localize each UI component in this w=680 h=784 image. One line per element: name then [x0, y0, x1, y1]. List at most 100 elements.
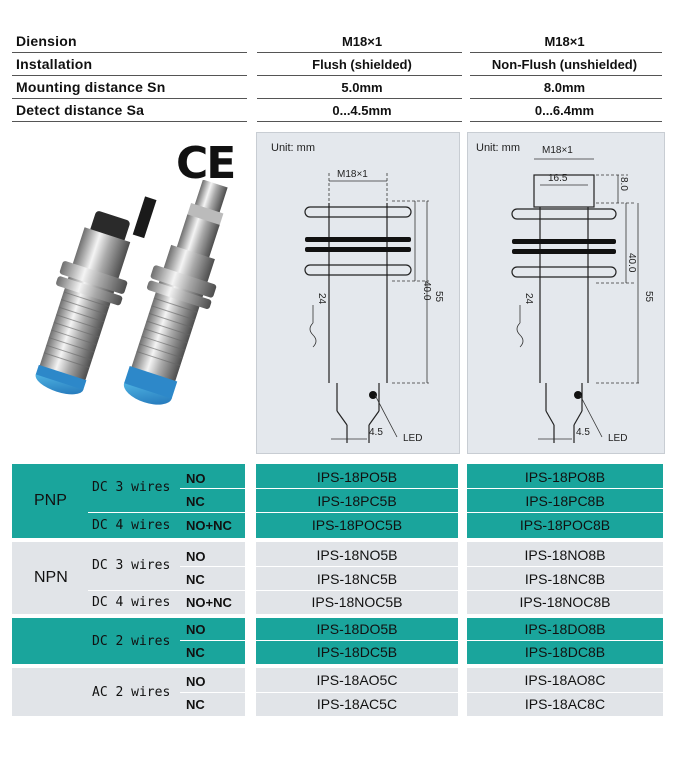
dim-40-label: 40.0	[421, 281, 432, 301]
divider	[467, 512, 663, 513]
ac2-nc-label: NC	[186, 697, 205, 712]
model-npn-nc-unshielded: IPS-18NC8B	[524, 571, 606, 587]
dim-24-label: 24	[316, 293, 327, 305]
model-npn-nonc-shielded: IPS-18NOC5B	[311, 594, 403, 610]
divider	[257, 52, 462, 53]
led-label: LED	[403, 433, 422, 444]
led-label: LED	[608, 433, 627, 444]
spec-value-unshielded: 8.0mm	[543, 80, 586, 95]
dimension-drawing-shielded: Unit: mm M18×1 40.0 55 24 4.5 LED	[256, 132, 460, 454]
divider	[12, 75, 247, 76]
divider	[257, 121, 462, 122]
ce-mark: CE	[176, 138, 236, 189]
spec-value-shielded: 5.0mm	[341, 80, 383, 95]
dim-40-label: 40.0	[626, 253, 637, 273]
divider	[180, 566, 245, 567]
divider	[467, 590, 663, 591]
model-pnp-nc-shielded: IPS-18PC5B	[317, 493, 397, 509]
thread-label: M18×1	[542, 145, 573, 156]
model-dc2-no-unshielded: IPS-18DO8B	[524, 621, 606, 637]
divider	[12, 121, 247, 122]
thread-label: M18×1	[337, 169, 368, 180]
divider	[257, 98, 462, 99]
sensor-product-photo	[35, 180, 228, 405]
pnp-no-label: NO	[186, 471, 206, 486]
npn-label-cell	[12, 542, 245, 614]
spec-label: Detect distance Sa	[16, 102, 145, 118]
divider	[256, 640, 458, 641]
spec-row-installation: Installation Flush (shielded) Non-Flush …	[12, 53, 662, 76]
model-pnp-nc-unshielded: IPS-18PC8B	[525, 493, 605, 509]
pnp-nonc-label: NO+NC	[186, 518, 232, 533]
spec-label: Diension	[16, 33, 77, 49]
dc2-label-cell	[12, 618, 245, 664]
unit-label: Unit: mm	[271, 142, 315, 154]
dimension-drawing-unshielded: Unit: mm M18×1 16.5 8.0 40.0 55 24 4.5 L…	[467, 132, 665, 454]
divider	[470, 52, 662, 53]
dim-55-label: 55	[433, 291, 444, 303]
divider	[467, 640, 663, 641]
divider	[256, 590, 458, 591]
pnp-label-cell	[12, 464, 245, 538]
model-pnp-nonc-unshielded: IPS-18POC8B	[519, 517, 611, 533]
model-pnp-nonc-shielded: IPS-18POC5B	[311, 517, 403, 533]
spec-value-shielded: Flush (shielded)	[312, 57, 412, 72]
divider	[256, 692, 458, 693]
ac2-wires-label: AC 2 wires	[92, 685, 171, 700]
npn-nonc-label: NO+NC	[186, 595, 232, 610]
divider	[470, 98, 662, 99]
model-ac2-no-unshielded: IPS-18AO8C	[524, 672, 606, 688]
divider	[257, 75, 462, 76]
pnp-nc-label: NC	[186, 494, 205, 509]
model-ac2-no-shielded: IPS-18AO5C	[316, 672, 398, 688]
spec-value-unshielded: Non-Flush (unshielded)	[491, 57, 638, 72]
divider	[470, 75, 662, 76]
dim-55-label: 55	[643, 291, 654, 303]
divider	[467, 488, 663, 489]
divider	[256, 488, 458, 489]
npn-nc-label: NC	[186, 572, 205, 587]
pnp-shielded-column	[256, 464, 458, 538]
npn-label: NPN	[34, 569, 68, 586]
spec-label: Mounting distance Sn	[16, 79, 166, 95]
model-dc2-nc-unshielded: IPS-18DC8B	[524, 644, 606, 660]
model-npn-no-shielded: IPS-18NO5B	[316, 547, 398, 563]
divider	[180, 692, 245, 693]
npn-dc4-label: DC 4 wires	[92, 595, 171, 610]
spec-value-shielded: 0...4.5mm	[332, 103, 392, 118]
divider	[256, 512, 458, 513]
spec-value-shielded: M18×1	[341, 34, 383, 49]
divider	[467, 692, 663, 693]
model-pnp-no-shielded: IPS-18PO5B	[316, 469, 398, 485]
dim-45-label: 4.5	[369, 427, 383, 438]
model-npn-no-unshielded: IPS-18NO8B	[524, 547, 606, 563]
divider	[88, 512, 245, 513]
pnp-unshielded-column	[467, 464, 663, 538]
model-npn-nc-shielded: IPS-18NC5B	[316, 571, 398, 587]
spec-row-mounting: Mounting distance Sn 5.0mm 8.0mm	[12, 76, 662, 99]
dim-45-label: 4.5	[576, 427, 590, 438]
npn-shielded-column	[256, 542, 458, 614]
dc2-wires-label: DC 2 wires	[92, 634, 171, 649]
dim-8-label: 8.0	[618, 177, 629, 191]
divider	[180, 640, 245, 641]
spec-value-unshielded: M18×1	[544, 34, 585, 49]
dim-165-label: 16.5	[548, 173, 568, 184]
npn-dc3-label: DC 3 wires	[92, 558, 171, 573]
pnp-dc4-label: DC 4 wires	[92, 518, 171, 533]
model-dc2-no-shielded: IPS-18DO5B	[316, 621, 398, 637]
ac2-no-label: NO	[186, 674, 206, 689]
spec-value-unshielded: 0...6.4mm	[534, 103, 595, 118]
model-ac2-nc-unshielded: IPS-18AC8C	[524, 696, 606, 712]
unit-label: Unit: mm	[476, 142, 520, 154]
dim-24-label: 24	[523, 293, 534, 305]
npn-unshielded-column	[467, 542, 663, 614]
model-dc2-nc-shielded: IPS-18DC5B	[316, 644, 398, 660]
divider	[256, 566, 458, 567]
divider	[470, 121, 662, 122]
divider	[88, 590, 245, 591]
spec-row-dimension: Diension M18×1 M18×1	[12, 30, 662, 53]
dc2-unshielded-column	[467, 618, 663, 664]
dc2-shielded-column	[256, 618, 458, 664]
model-pnp-no-unshielded: IPS-18PO8B	[524, 469, 606, 485]
